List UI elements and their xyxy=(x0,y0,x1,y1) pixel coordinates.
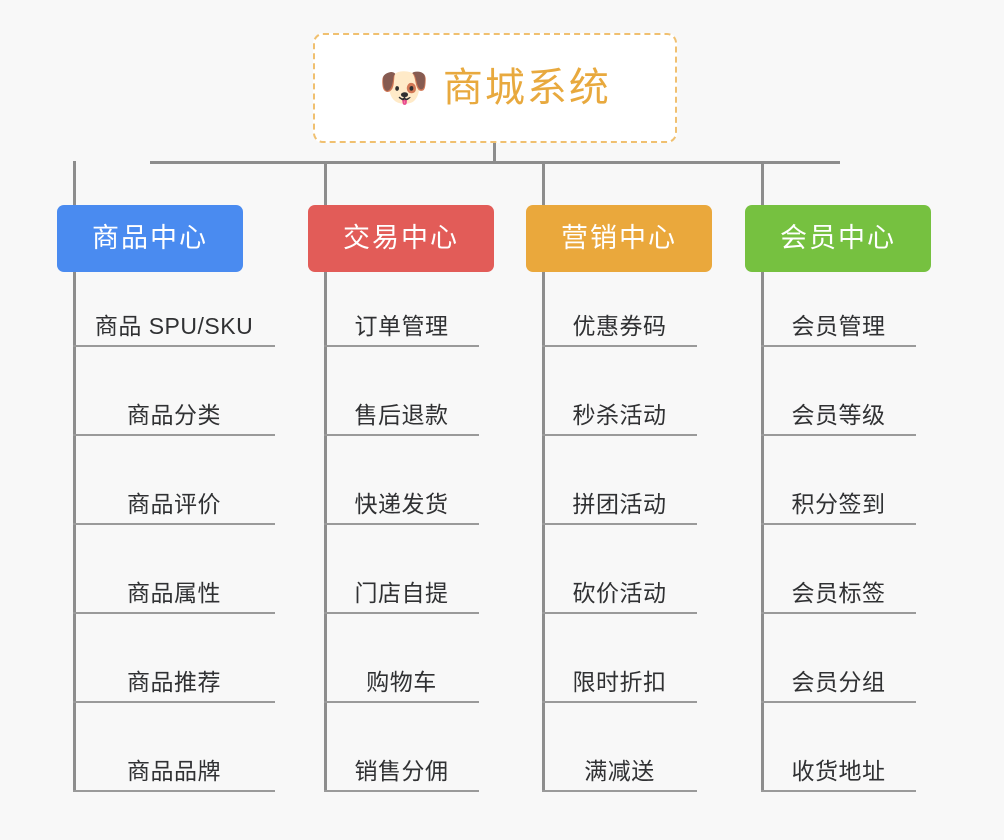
leaf-item[interactable]: 商品评价 xyxy=(73,473,275,525)
leaf-item[interactable]: 限时折扣 xyxy=(542,651,697,703)
leaf-item-label: 拼团活动 xyxy=(572,491,667,517)
leaf-item[interactable]: 商品品牌 xyxy=(73,740,275,792)
leaf-item-label: 积分签到 xyxy=(791,491,886,517)
leaf-item-label: 满减送 xyxy=(584,758,655,784)
shiba-inu-icon: 🐶 xyxy=(379,66,429,110)
leaf-item-label: 商品品牌 xyxy=(127,758,221,784)
leaf-item-label: 收货地址 xyxy=(791,758,886,784)
category-header-product-center[interactable]: 商品中心 xyxy=(57,205,243,272)
leaf-item-label: 商品推荐 xyxy=(127,669,221,695)
leaf-item[interactable]: 售后退款 xyxy=(324,384,479,436)
leaf-item-label: 会员等级 xyxy=(791,402,886,428)
leaf-item[interactable]: 砍价活动 xyxy=(542,562,697,614)
category-header-label: 营销中心 xyxy=(561,223,677,253)
column-spine-product-center xyxy=(73,272,76,792)
leaf-item[interactable]: 商品属性 xyxy=(73,562,275,614)
leaf-item[interactable]: 门店自提 xyxy=(324,562,479,614)
leaf-item-label: 优惠券码 xyxy=(572,313,667,339)
leaf-item[interactable]: 会员标签 xyxy=(761,562,916,614)
leaf-item[interactable]: 收货地址 xyxy=(761,740,916,792)
category-header-member-center[interactable]: 会员中心 xyxy=(745,205,931,272)
connector-drop-product-center xyxy=(73,161,76,205)
leaf-item-label: 限时折扣 xyxy=(572,669,667,695)
leaf-item-label: 售后退款 xyxy=(354,402,449,428)
leaf-item[interactable]: 购物车 xyxy=(324,651,479,703)
leaf-item-label: 门店自提 xyxy=(354,580,449,606)
leaf-item-label: 购物车 xyxy=(366,669,437,695)
column-spine-trade-center xyxy=(324,272,327,792)
category-header-label: 会员中心 xyxy=(780,223,896,253)
category-header-label: 商品中心 xyxy=(92,223,208,253)
leaf-item[interactable]: 满减送 xyxy=(542,740,697,792)
leaf-item-label: 会员管理 xyxy=(791,313,886,339)
leaf-item[interactable]: 商品分类 xyxy=(73,384,275,436)
leaf-item[interactable]: 优惠券码 xyxy=(542,295,697,347)
column-spine-member-center xyxy=(761,272,764,792)
connector-horizontal-bus xyxy=(150,161,840,164)
leaf-item-label: 商品 SPU/SKU xyxy=(94,313,254,339)
leaf-item[interactable]: 会员分组 xyxy=(761,651,916,703)
leaf-item[interactable]: 商品 SPU/SKU xyxy=(73,295,275,347)
leaf-item[interactable]: 会员管理 xyxy=(761,295,916,347)
leaf-item[interactable]: 快递发货 xyxy=(324,473,479,525)
category-header-label: 交易中心 xyxy=(343,223,459,253)
leaf-item-label: 会员标签 xyxy=(791,580,886,606)
leaf-item[interactable]: 订单管理 xyxy=(324,295,479,347)
category-header-trade-center[interactable]: 交易中心 xyxy=(308,205,494,272)
leaf-item[interactable]: 销售分佣 xyxy=(324,740,479,792)
root-node-shop-system[interactable]: 🐶 商城系统 xyxy=(313,33,677,143)
leaf-item[interactable]: 拼团活动 xyxy=(542,473,697,525)
leaf-item-label: 砍价活动 xyxy=(572,580,667,606)
leaf-item[interactable]: 会员等级 xyxy=(761,384,916,436)
leaf-item-label: 会员分组 xyxy=(791,669,886,695)
connector-root-stem xyxy=(493,143,496,164)
leaf-item[interactable]: 秒杀活动 xyxy=(542,384,697,436)
connector-drop-trade-center xyxy=(324,161,327,205)
connector-drop-member-center xyxy=(761,161,764,205)
leaf-item-label: 商品分类 xyxy=(127,402,221,428)
connector-drop-marketing-center xyxy=(542,161,545,205)
leaf-item-label: 快递发货 xyxy=(354,491,449,517)
leaf-item[interactable]: 商品推荐 xyxy=(73,651,275,703)
leaf-item-label: 订单管理 xyxy=(354,313,449,339)
leaf-item-label: 销售分佣 xyxy=(354,758,449,784)
leaf-item-label: 商品评价 xyxy=(127,491,221,517)
root-node-title: 商城系统 xyxy=(442,66,611,110)
leaf-item-label: 秒杀活动 xyxy=(572,402,667,428)
leaf-item[interactable]: 积分签到 xyxy=(761,473,916,525)
category-header-marketing-center[interactable]: 营销中心 xyxy=(526,205,712,272)
leaf-item-label: 商品属性 xyxy=(127,580,221,606)
column-spine-marketing-center xyxy=(542,272,545,792)
